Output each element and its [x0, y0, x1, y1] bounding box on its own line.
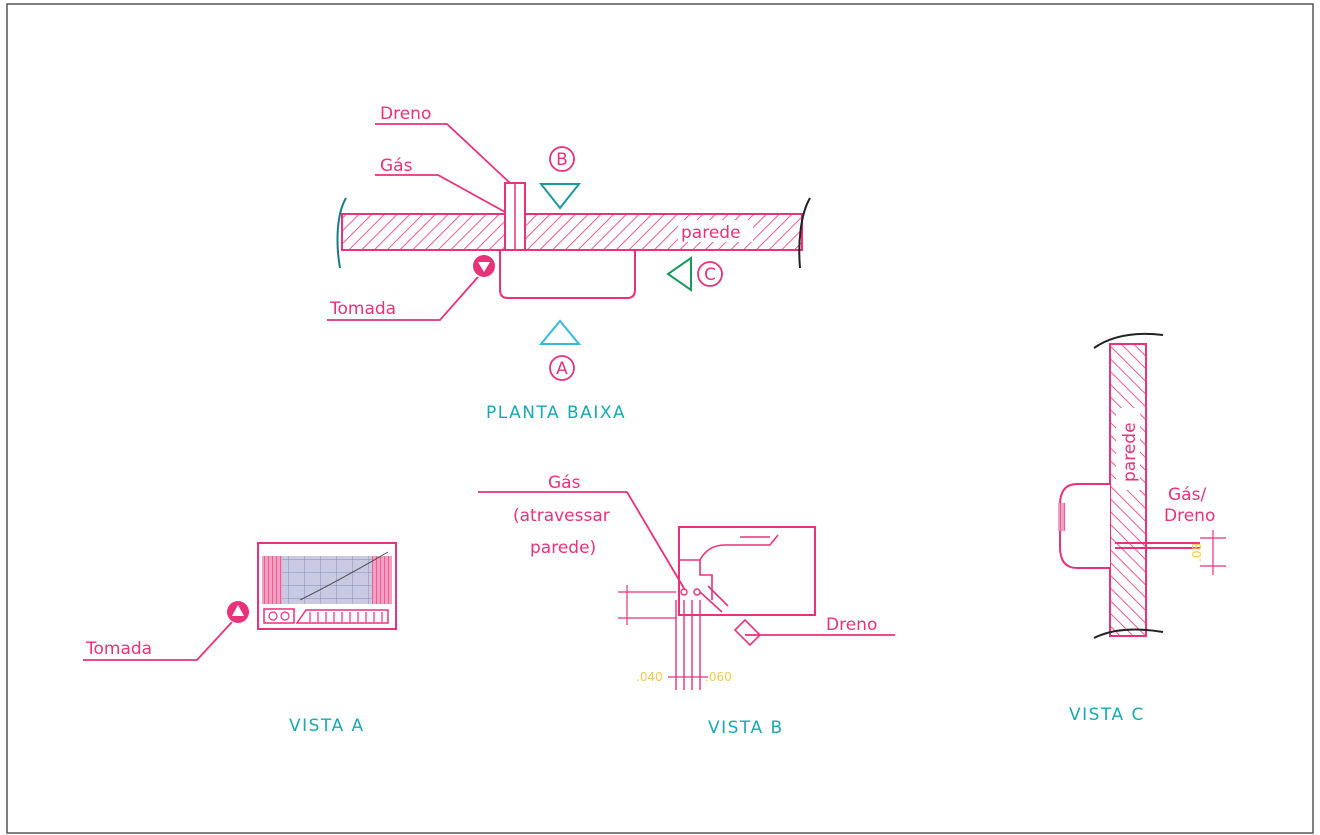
marker-a-label: A	[556, 359, 568, 379]
vista-a	[83, 542, 397, 661]
vista-b-gas-note-1: (atravessar	[513, 506, 610, 526]
plan-gas-label: Gás	[380, 156, 413, 176]
vista-b-ac-side	[678, 526, 816, 616]
vista-c-dim: .08	[1190, 543, 1204, 562]
vista-a-tomada-label: Tomada	[85, 639, 152, 659]
plan-parede-label: parede	[681, 223, 741, 243]
vista-b-gas-label: Gás	[548, 473, 581, 493]
vista-b-gas-note-2: parede)	[530, 538, 596, 558]
vista-c-gas-label: Gás/	[1168, 485, 1206, 505]
vista-c-parede-label: parede	[1120, 422, 1140, 482]
plan-dreno-label: Dreno	[380, 104, 431, 124]
vista-a-title: VISTA A	[289, 716, 365, 736]
vista-b-title: VISTA B	[708, 718, 784, 738]
sheet-border	[6, 3, 1314, 834]
vista-c-ac-profile	[1059, 483, 1110, 569]
planta-baixa	[327, 123, 811, 381]
vista-b-dim-left: .040	[636, 670, 663, 684]
vista-b-dreno-label: Dreno	[826, 615, 877, 635]
plan-tomada-label: Tomada	[329, 299, 396, 319]
planta-baixa-title: PLANTA BAIXA	[486, 403, 626, 423]
vista-c-dreno-label: Dreno	[1164, 506, 1215, 526]
marker-b-label: B	[556, 150, 568, 170]
marker-c-label: C	[704, 265, 716, 285]
vista-b	[478, 491, 895, 690]
vista-b-dim-right: .060	[705, 670, 732, 684]
vista-c	[1058, 332, 1226, 639]
vista-c-title: VISTA C	[1069, 705, 1145, 725]
plan-ac-unit	[499, 249, 636, 299]
